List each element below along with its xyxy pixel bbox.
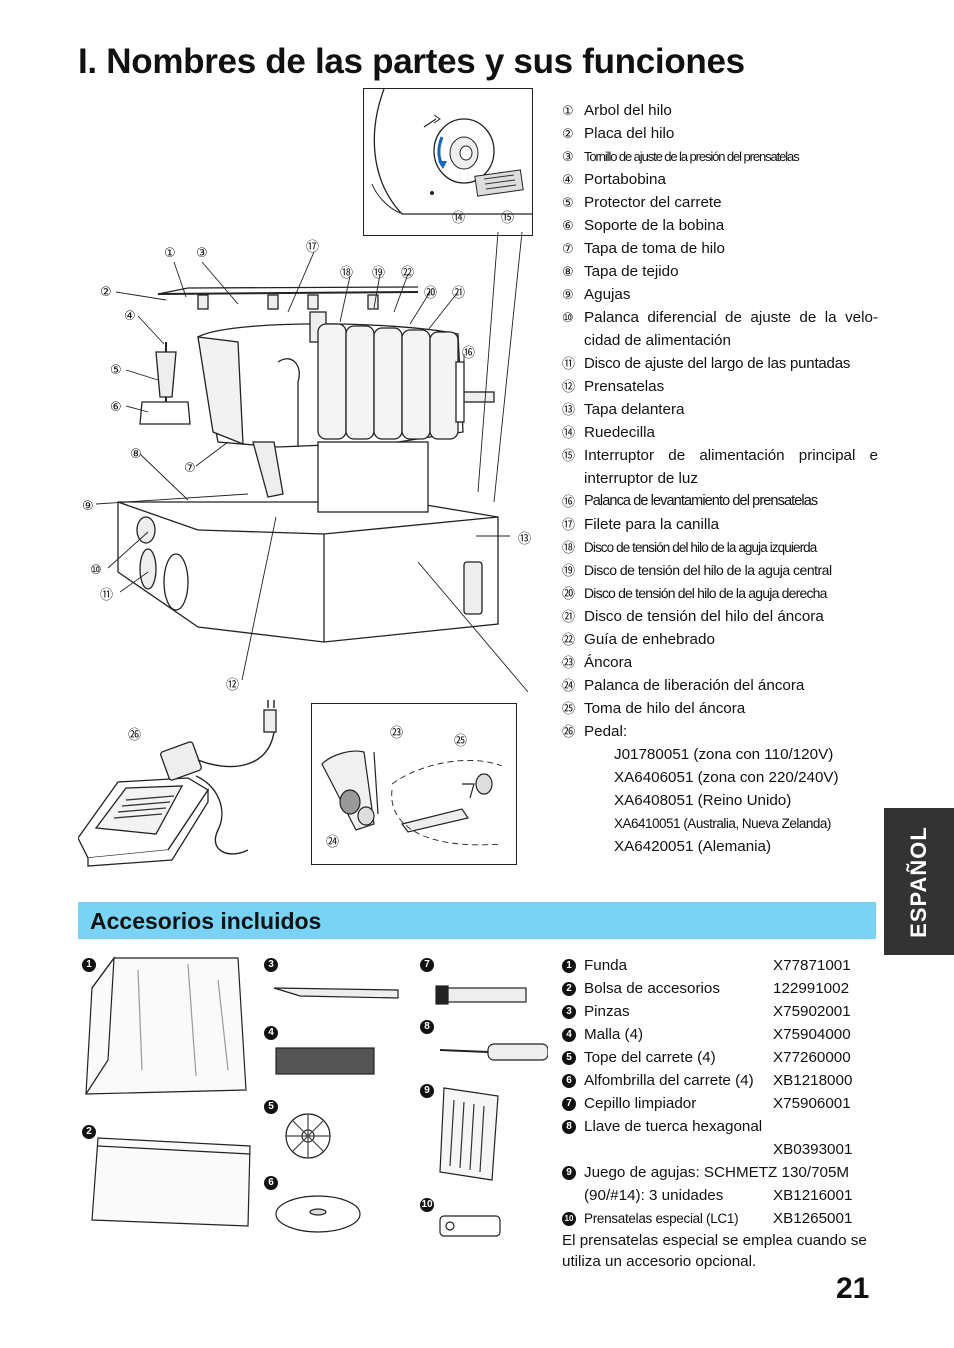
accessory-callout-2: 2 — [82, 1125, 96, 1139]
accessories-illustrations: 1 2 3 4 5 6 7 8 9 10 — [78, 950, 548, 1250]
looper-inset-figure: ㉓ ㉕ ㉔ — [311, 703, 517, 865]
callout-24: ㉔ — [326, 834, 340, 849]
callout-22: ㉒ — [401, 265, 415, 280]
pedal-illustration — [78, 700, 277, 867]
accessory-callout-9: 9 — [420, 1084, 434, 1098]
callout-3: ③ — [196, 245, 208, 260]
section-heading: Accesorios incluidos — [90, 908, 322, 934]
callout-12: ⑫ — [226, 677, 240, 692]
language-tab: ESPAÑOL — [884, 808, 954, 955]
callout-8: ⑧ — [130, 446, 142, 461]
handwheel-inset-figure: ⑭ ⑮ — [363, 88, 533, 236]
callout-7: ⑦ — [184, 460, 196, 475]
accessory-callout-10: 10 — [420, 1198, 434, 1212]
accessories-illustration — [85, 956, 548, 1237]
callout-10: ⑩ — [90, 562, 102, 577]
callout-9: ⑨ — [82, 498, 94, 513]
accessory-callout-5: 5 — [264, 1100, 278, 1114]
pedal-diagram: ㉖ — [78, 700, 308, 870]
handwheel-illustration — [371, 89, 532, 215]
accessory-callout-7: 7 — [420, 958, 434, 972]
pedal-codes: J01780051 (zona con 110/120V) XA6406051 … — [614, 746, 839, 855]
accessory-callout-6: 6 — [264, 1176, 278, 1190]
accessories-note: El prensatelas especial se emplea cuando… — [562, 1232, 867, 1270]
accessory-callout-8: 8 — [420, 1020, 434, 1034]
callout-17: ⑰ — [306, 239, 320, 254]
callout-19: ⑲ — [372, 265, 386, 280]
callout-2: ② — [100, 284, 112, 299]
callout-11: ⑪ — [100, 587, 114, 602]
callout-20: ⑳ — [424, 285, 438, 300]
page-title: I. Nombres de las partes y sus funciones — [78, 42, 745, 81]
callout-14: ⑭ — [452, 210, 466, 225]
serger-machine-diagram: ① ③ ⑰ ⑱ ⑲ ㉒ ② ⑳ ㉑ ④ ⑯ ⑤ ⑥ ⑧ ⑦ ⑨ ⑬ ⑩ ⑪ ⑫ — [78, 232, 548, 692]
looper-illustration — [321, 750, 503, 846]
callout-4: ④ — [124, 308, 136, 323]
accessory-callout-1: 1 — [82, 958, 96, 972]
callout-1: ① — [164, 245, 176, 260]
callout-21: ㉑ — [452, 285, 466, 300]
callout-25: ㉕ — [454, 733, 468, 748]
callout-15: ⑮ — [501, 210, 515, 225]
accessories-banner: Accesorios incluidos — [78, 902, 876, 939]
callout-18: ⑱ — [340, 265, 354, 280]
page-number: 21 — [836, 1272, 870, 1305]
callout-23: ㉓ — [390, 725, 404, 740]
serger-illustration — [95, 232, 529, 692]
accessory-callout-3: 3 — [264, 958, 278, 972]
accessory-callout-4: 4 — [264, 1026, 278, 1040]
callout-16: ⑯ — [462, 345, 476, 360]
callout-26: ㉖ — [128, 727, 142, 742]
callout-6: ⑥ — [110, 399, 122, 414]
callout-13: ⑬ — [518, 531, 532, 546]
list-item: XB0393001 — [773, 1141, 853, 1158]
callout-5: ⑤ — [110, 362, 122, 377]
